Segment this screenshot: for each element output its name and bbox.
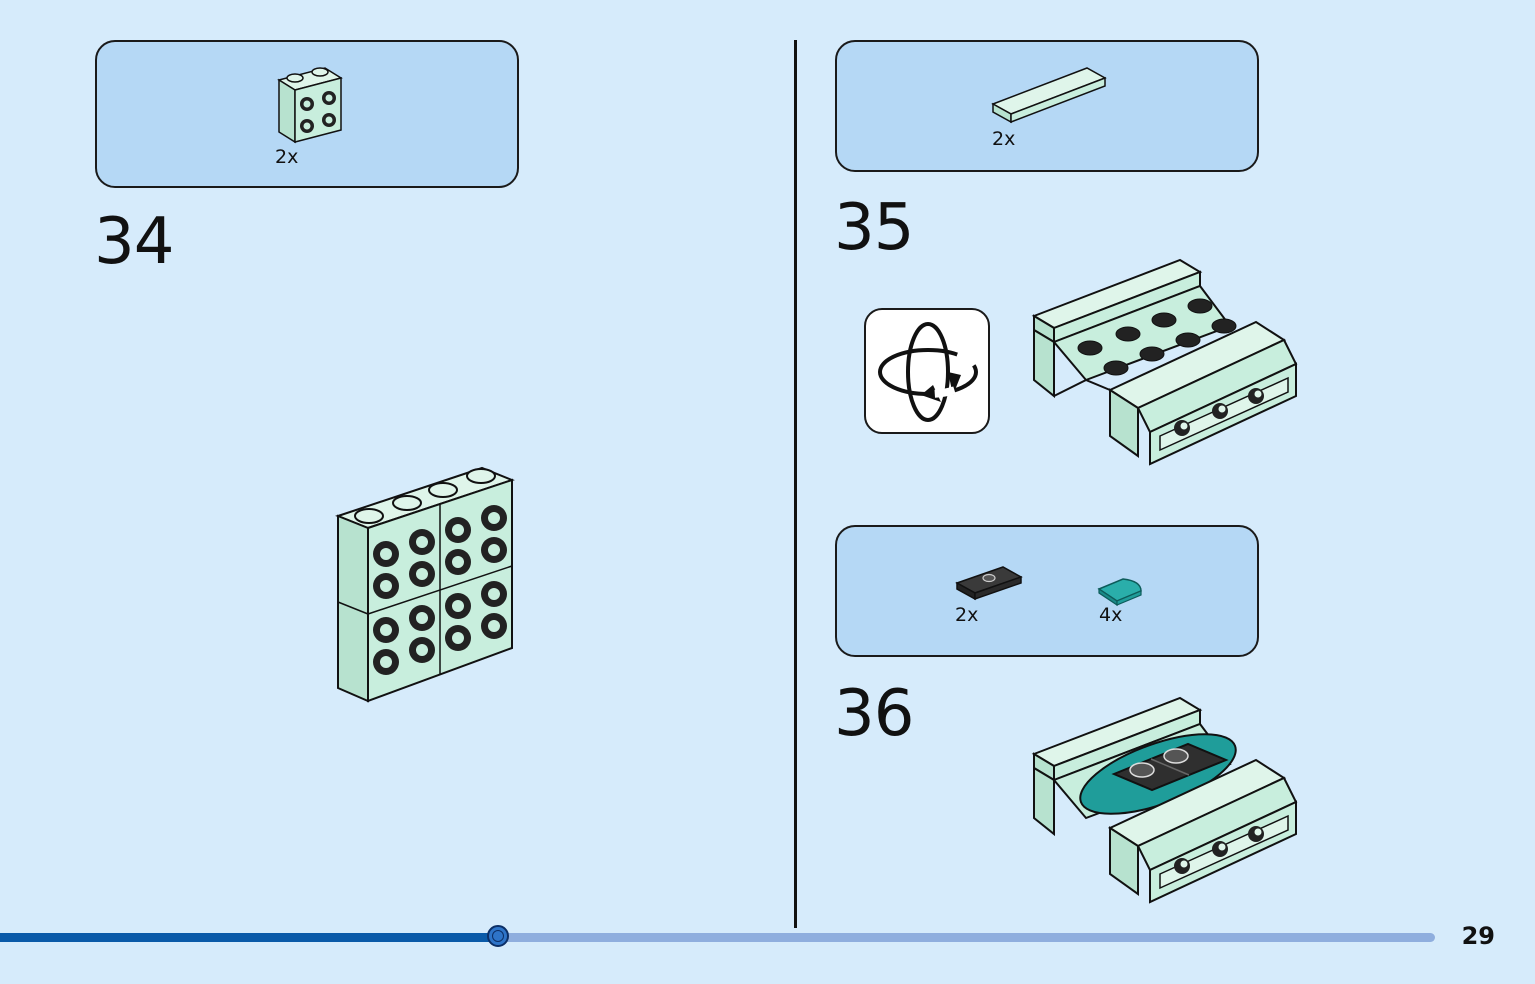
step-number-36: 36 xyxy=(834,677,914,751)
rotate-model-callout xyxy=(864,308,990,434)
step-36-parts-box: 2x 4x xyxy=(835,525,1259,657)
step-34-model-illustration xyxy=(335,466,515,703)
page-number: 29 xyxy=(1461,922,1495,950)
part-quantity: 2x xyxy=(955,604,979,626)
part-quantity: 2x xyxy=(992,128,1016,150)
step-34-parts-box: 2x xyxy=(95,40,519,188)
part-quantity: 2x xyxy=(275,146,299,168)
progress-track xyxy=(0,933,1435,942)
step-36-model-illustration xyxy=(1031,696,1298,904)
rotate-model-icon xyxy=(876,322,980,422)
jumper-plate-part-icon xyxy=(955,566,1023,601)
step-number-34: 34 xyxy=(94,205,174,279)
side-stud-brick-part-icon xyxy=(277,67,343,144)
step-35-parts-box: 2x xyxy=(835,40,1259,172)
part-quantity: 4x xyxy=(1099,604,1123,626)
progress-fill xyxy=(0,933,498,942)
progress-knob xyxy=(487,925,509,947)
step-number-35: 35 xyxy=(834,191,914,265)
step-35-model-illustration xyxy=(1031,258,1298,466)
quarter-round-tile-part-icon xyxy=(1097,578,1142,607)
page-divider xyxy=(794,40,797,928)
tile-part-icon xyxy=(991,67,1107,124)
